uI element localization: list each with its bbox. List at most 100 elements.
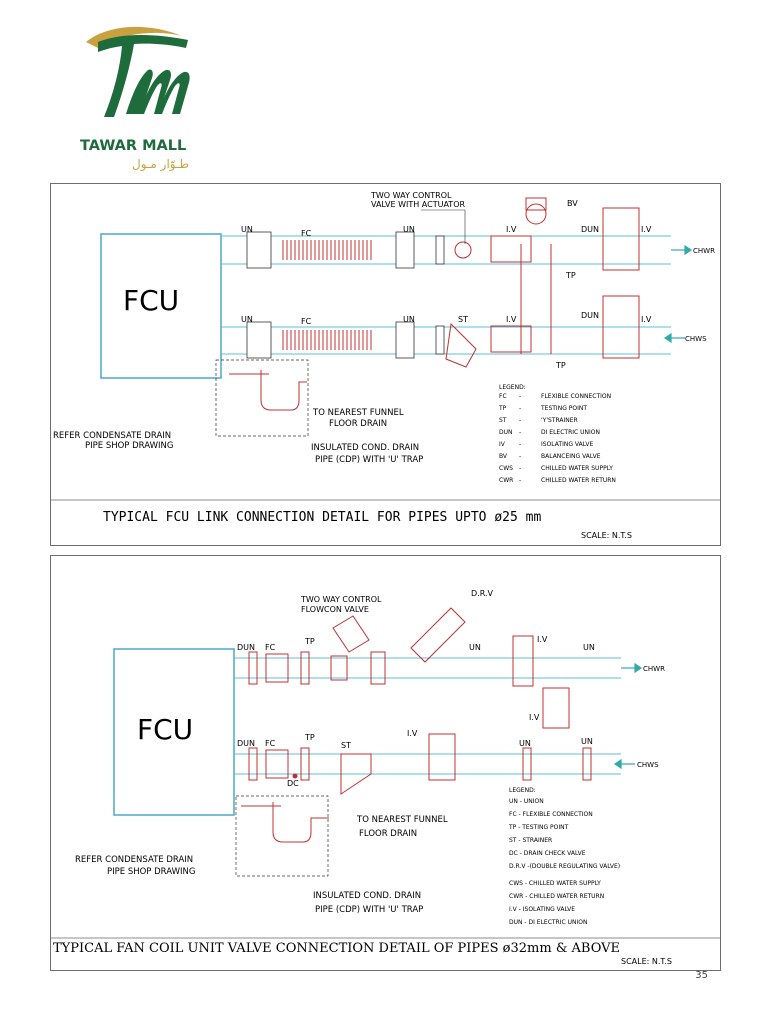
legend-dash: - <box>519 465 521 472</box>
label-fc: FC <box>265 643 276 652</box>
fcu-box <box>113 648 235 816</box>
label-iv: I.V <box>407 729 418 738</box>
legend-desc: 'Y'STRAINER <box>541 417 578 424</box>
label-fc: FC <box>301 229 312 238</box>
legend-code: BV <box>499 453 508 460</box>
label-drv: D.R.V <box>471 589 494 598</box>
label-chwr: CHWR <box>643 665 665 673</box>
label-dun: DUN <box>581 225 599 234</box>
legend-title: LEGEND: <box>509 787 536 794</box>
scale-label: SCALE: N.T.S <box>621 957 672 966</box>
legend-code: CWR <box>499 477 513 484</box>
legend-item: CWS - CHILLED WATER SUPPLY <box>509 880 601 887</box>
pipe-lines <box>221 235 671 355</box>
label-iv: I.V <box>537 635 548 644</box>
label-un: UN <box>403 315 415 324</box>
label-iv: I.V <box>641 315 652 324</box>
label-dun: DUN <box>237 643 255 652</box>
label-tp: TP <box>555 361 566 370</box>
legend-item: FC - FLEXIBLE CONNECTION <box>509 811 593 818</box>
refer-line1: REFER CONDENSATE DRAIN <box>75 855 193 865</box>
label-un: UN <box>241 225 253 234</box>
legend-title: LEGEND: <box>499 384 526 391</box>
legend-item: DUN - DI ELECTRIC UNION <box>509 919 587 926</box>
legend-item: TP - TESTING POINT <box>508 824 569 831</box>
label-iv: I.V <box>506 225 517 234</box>
page-number: 35 <box>695 970 708 981</box>
label-tp: TP <box>565 271 576 280</box>
insulated-line1: INSULATED COND. DRAIN <box>313 891 421 901</box>
label-fc: FC <box>301 317 312 326</box>
funnel-line1: TO NEAREST FUNNEL <box>312 408 404 418</box>
legend-list: UN - UNION FC - FLEXIBLE CONNECTION TP - T… <box>508 798 620 926</box>
u-trap <box>229 370 307 411</box>
funnel-line2: FLOOR DRAIN <box>329 419 387 429</box>
legend-item: CWR - CHILLED WATER RETURN <box>509 893 604 900</box>
tawar-mall-logo: TAWAR MALL طـوّار مـول <box>78 22 208 182</box>
diagram-title: TYPICAL FCU LINK CONNECTION DETAIL FOR P… <box>103 510 541 525</box>
legend-dash: - <box>519 429 521 436</box>
label-bv: BV <box>567 199 578 208</box>
drain-detail-box <box>215 359 309 437</box>
u-trap <box>241 802 329 843</box>
legend-dash: - <box>519 405 521 412</box>
fcu-label: FCU <box>123 284 179 317</box>
label-un: UN <box>583 643 595 652</box>
refer-line2: PIPE SHOP DRAWING <box>85 441 173 451</box>
legend-code: TP <box>498 405 507 412</box>
top-fittings <box>246 231 445 269</box>
legend-dash: - <box>519 453 521 460</box>
label-un: UN <box>519 739 531 748</box>
label-iv: I.V <box>506 315 517 324</box>
legend-item: I.V - ISOLATING VALVE <box>509 906 575 913</box>
legend-desc: TESTING POINT <box>540 405 587 412</box>
fcu-box <box>100 233 222 379</box>
scale-label: SCALE: N.T.S <box>581 531 632 540</box>
label-fc: FC <box>265 739 276 748</box>
label-iv: I.V <box>641 225 652 234</box>
label-un: UN <box>469 643 481 652</box>
refer-line2: PIPE SHOP DRAWING <box>107 867 195 877</box>
legend-dash: - <box>519 393 521 400</box>
legend-dash: - <box>519 441 521 448</box>
legend-desc: DI ELECTRIC UNION <box>541 429 600 436</box>
legend-dash: - <box>519 477 521 484</box>
label-iv: I.V <box>529 713 540 722</box>
legend-code: IV <box>499 441 506 448</box>
legend-desc: FLEXIBLE CONNECTION <box>541 393 611 400</box>
valves-bottom <box>248 733 592 795</box>
legend-list: FC - FLEXIBLE CONNECTION TP - TESTING POINT ST… <box>498 393 616 484</box>
funnel-line1: TO NEAREST FUNNEL <box>356 815 448 825</box>
legend-dash: - <box>519 417 521 424</box>
valve-callout-line2: VALVE WITH ACTUATOR <box>371 200 465 209</box>
legend-code: DUN <box>499 429 513 436</box>
logo-mark: TAWAR MALL طـوّار مـول <box>80 26 190 172</box>
label-st: ST <box>341 741 351 750</box>
legend-desc: BALANCEING VALVE <box>541 453 601 460</box>
label-un: UN <box>581 737 593 746</box>
valve-callout-line2: FLOWCON VALVE <box>301 605 369 614</box>
legend-code: FC <box>499 393 507 400</box>
valve-callout-line1: TWO WAY CONTROL <box>300 595 382 604</box>
label-tp: TP <box>304 637 315 646</box>
flex-connection-bottom <box>282 197 640 368</box>
legend-desc: CHILLED WATER RETURN <box>541 477 616 484</box>
diagram-fcu-valve-connection: FCU DUN FC TP UN I.V UN DUN FC TP <box>50 555 721 971</box>
legend-item: DC - DRAIN CHECK VALVE <box>509 850 586 857</box>
label-chws: CHWS <box>685 335 707 343</box>
funnel-line2: FLOOR DRAIN <box>359 829 417 839</box>
label-un: UN <box>241 315 253 324</box>
legend-code: ST <box>499 417 507 424</box>
legend-desc: ISOLATING VALVE <box>541 441 594 448</box>
valves-top <box>248 607 570 729</box>
label-un: UN <box>403 225 415 234</box>
legend-item: UN - UNION <box>509 798 544 805</box>
label-dun: DUN <box>237 739 255 748</box>
label-tp: TP <box>304 733 315 742</box>
insulated-line2: PIPE (CDP) WITH 'U' TRAP <box>315 905 423 915</box>
brand-name: TAWAR MALL <box>80 138 186 154</box>
insulated-line2: PIPE (CDP) WITH 'U' TRAP <box>315 455 423 465</box>
brand-name-arabic: طـوّار مـول <box>132 157 189 172</box>
pipe-lines <box>234 657 621 775</box>
flex-connection-top <box>282 207 640 271</box>
